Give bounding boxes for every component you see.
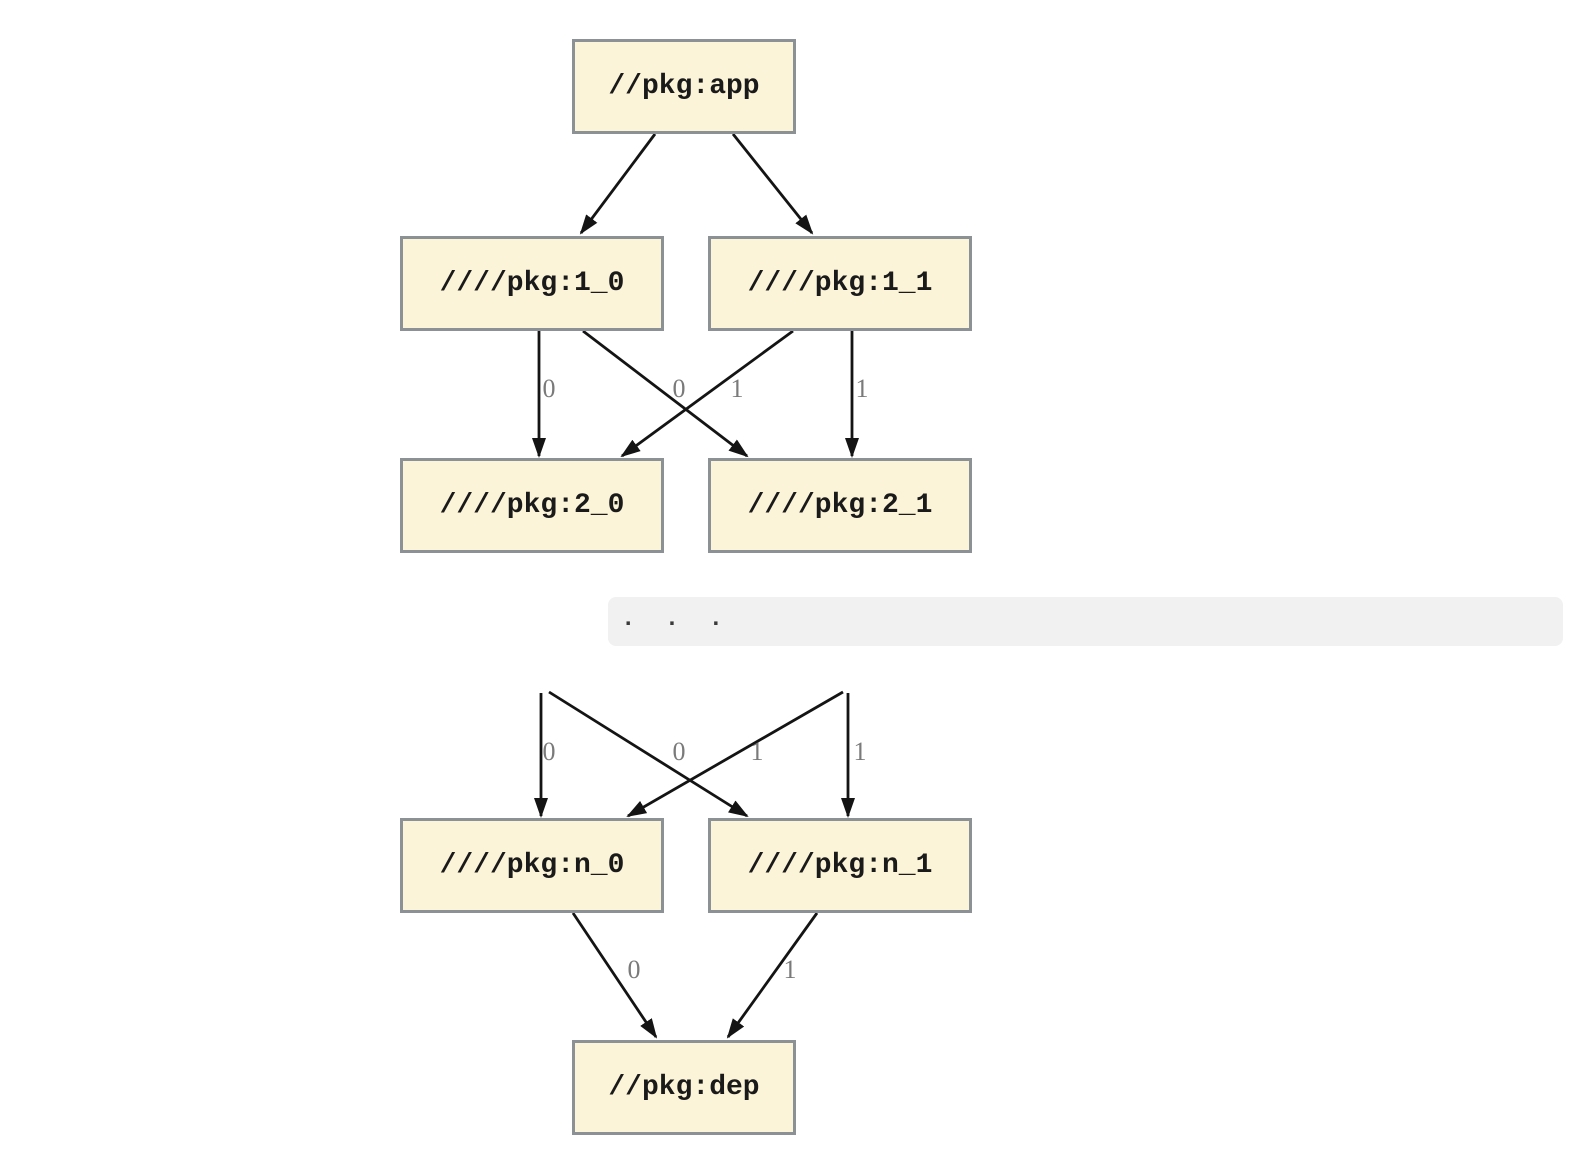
edge-label-hidden-left-to-ln_0: 0 [542, 737, 556, 766]
ellipsis-band: . . . [608, 597, 1563, 646]
edge-app-to-l1_0 [579, 133, 657, 235]
graph-node-l2_1: ////pkg:2_1 [708, 458, 972, 553]
edge-ln_0-to-dep [571, 912, 658, 1039]
edge-label-ln_1-to-dep: 1 [783, 955, 797, 984]
edge-hidden-left-to-ln_1 [548, 690, 749, 818]
edge-label-hidden-right-to-ln_1: 1 [853, 737, 867, 766]
edge-label-l1_0-to-l2_1: 1 [730, 374, 744, 403]
edge-l1_0-to-l2_1 [582, 329, 749, 458]
graph-node-l1_0: ////pkg:1_0 [400, 236, 664, 331]
edge-label-l1_1-to-l2_1: 1 [855, 374, 869, 403]
edge-l1_1-to-l2_0 [620, 329, 794, 458]
graph-node-ln_1: ////pkg:n_1 [708, 818, 972, 913]
graph-node-l1_1: ////pkg:1_1 [708, 236, 972, 331]
edge-label-l1_0-to-l2_0: 0 [542, 374, 556, 403]
edge-app-to-l1_1 [731, 133, 814, 235]
ellipsis-text: . . . [621, 606, 729, 633]
graph-node-dep: //pkg:dep [572, 1040, 796, 1135]
graph-node-l2_0: ////pkg:2_0 [400, 458, 664, 553]
edge-label-hidden-right-to-ln_0: 0 [672, 737, 686, 766]
edge-hidden-right-to-ln_0 [626, 690, 844, 818]
edge-label-ln_0-to-dep: 0 [627, 955, 641, 984]
edge-ln_1-to-dep [726, 912, 819, 1039]
edge-label-l1_1-to-l2_0: 0 [672, 374, 686, 403]
graph-node-ln_0: ////pkg:n_0 [400, 818, 664, 913]
graph-node-app: //pkg:app [572, 39, 796, 134]
edge-label-hidden-left-to-ln_1: 1 [750, 737, 764, 766]
